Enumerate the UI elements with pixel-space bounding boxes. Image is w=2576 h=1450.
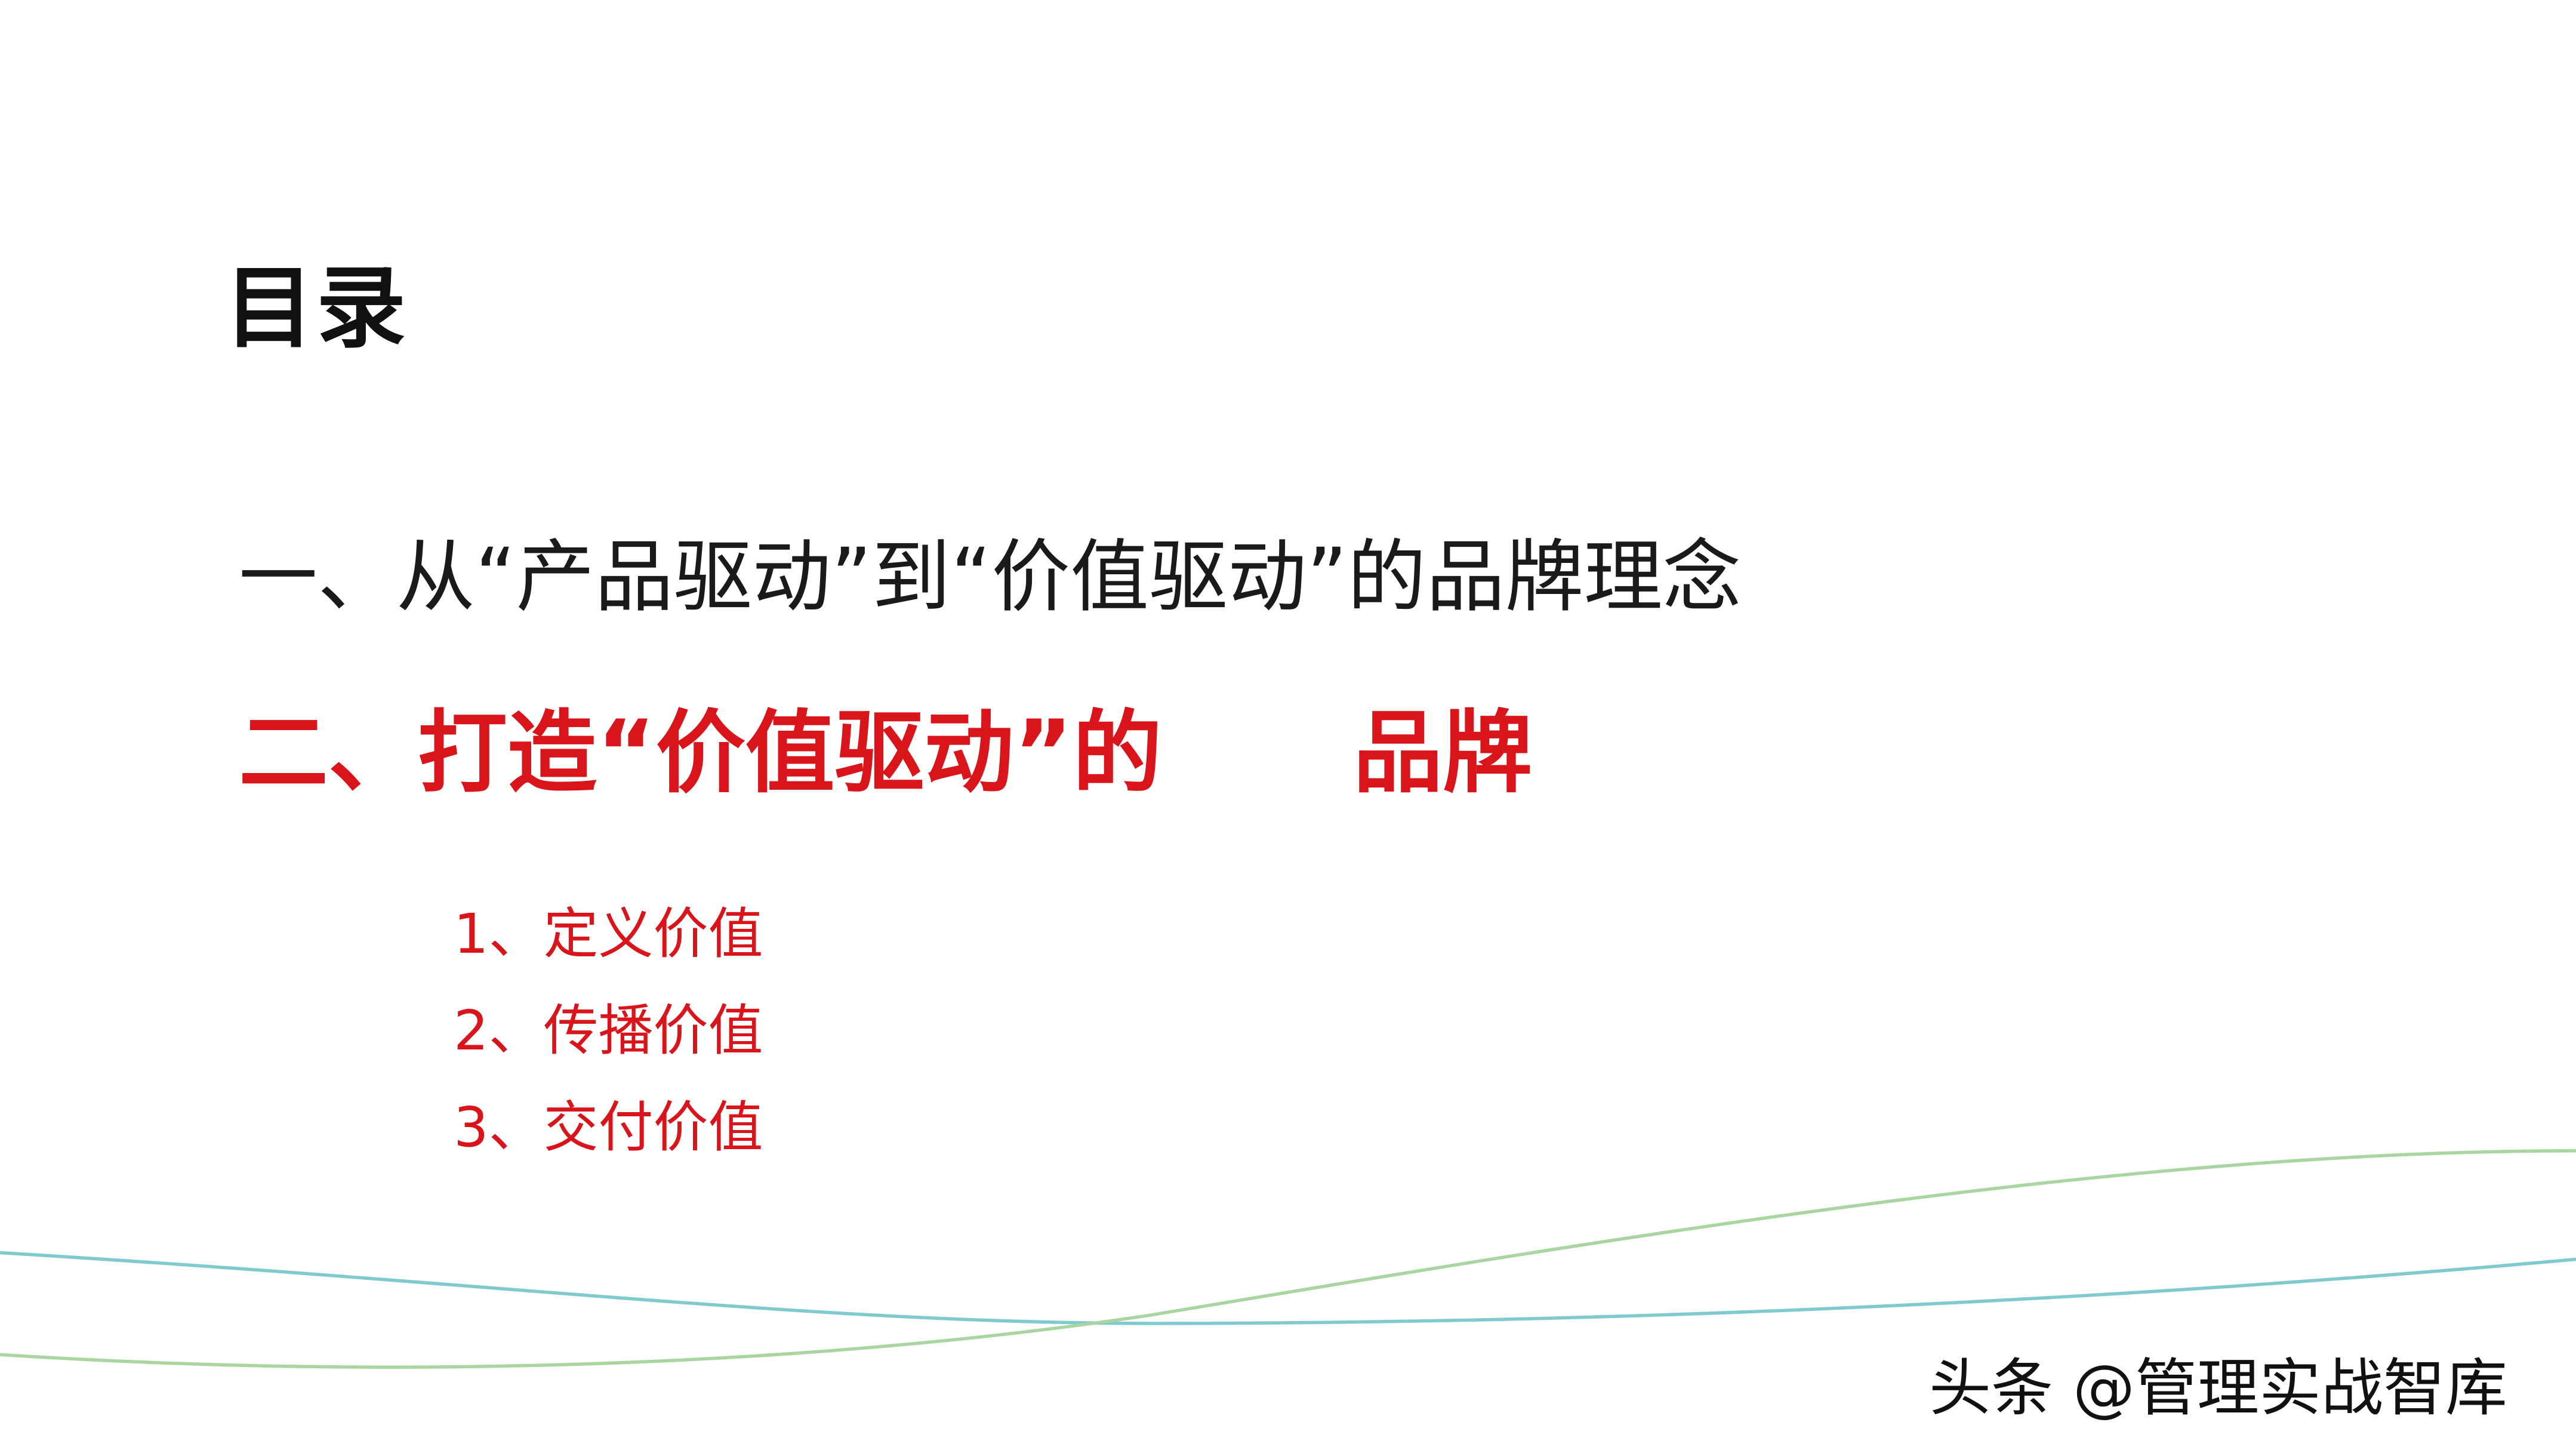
teal-wave-line [0,1251,2576,1325]
toc-subitem: 3、交付价值 [454,1095,763,1159]
toc-subitem: 2、传播价值 [454,999,763,1063]
page-title: 目录 [224,257,409,361]
toc-item-1: 一、从“产品驱动”到“价值驱动”的品牌理念 [239,531,1742,623]
toc-item-2-part1: 二、打造“价值驱动”的 [239,701,1163,805]
toc-item-2-part2: 品牌 [1353,701,1533,805]
green-wave-line [0,1149,2576,1369]
watermark: 头条 @管理实战智库 [1929,1352,2508,1424]
toc-subitem: 1、定义价值 [454,902,763,966]
toc-item-2: 二、打造“价值驱动”的 品牌 [239,681,1532,810]
